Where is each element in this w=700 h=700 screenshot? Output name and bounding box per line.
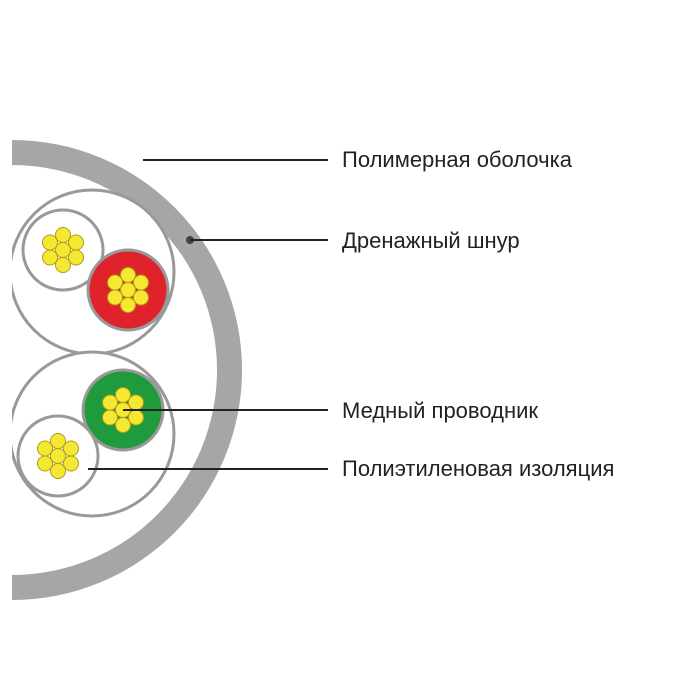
copper-strand — [42, 234, 59, 251]
copper-strand — [120, 267, 136, 283]
copper-strand — [67, 249, 84, 266]
copper-strand — [115, 417, 131, 433]
label-drain-wire: Дренажный шнур — [342, 228, 520, 253]
copper-strand — [42, 249, 59, 266]
copper-strand — [50, 463, 66, 479]
copper-strand — [55, 242, 71, 258]
copper-strand — [132, 289, 149, 306]
copper-strand — [50, 448, 66, 464]
copper-strand — [127, 394, 144, 411]
copper-conductor-4 — [37, 433, 79, 479]
copper-strand — [55, 227, 71, 243]
copper-strand — [120, 297, 136, 313]
label-pe-insulation: Полиэтиленовая изоляция — [342, 456, 615, 481]
copper-conductor-1 — [42, 227, 84, 273]
copper-strand — [127, 409, 144, 426]
copper-strand — [102, 394, 119, 411]
copper-strand — [62, 440, 79, 457]
copper-strand — [62, 455, 79, 472]
label-copper-conductor: Медный проводник — [342, 398, 539, 423]
copper-strand — [67, 234, 84, 251]
copper-strand — [107, 274, 124, 291]
copper-conductor-2 — [107, 267, 149, 313]
copper-strand — [37, 455, 54, 472]
copper-strand — [50, 433, 66, 449]
copper-strand — [55, 257, 71, 273]
copper-strand — [115, 387, 131, 403]
label-polymer-sheath: Полимерная оболочка — [342, 147, 572, 172]
copper-strand — [132, 274, 149, 291]
copper-strand — [107, 289, 124, 306]
copper-strand — [120, 282, 136, 298]
copper-strand — [102, 409, 119, 426]
copper-strand — [37, 440, 54, 457]
